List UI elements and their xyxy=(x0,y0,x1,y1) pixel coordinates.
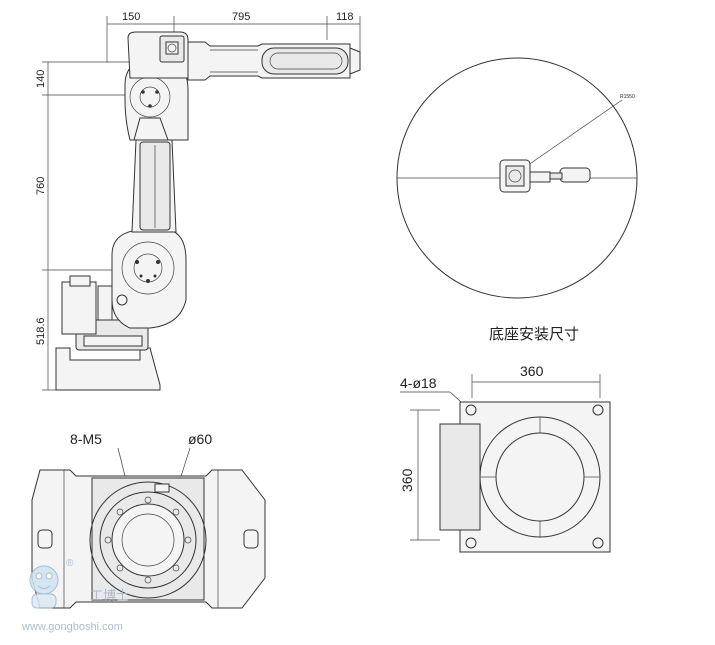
side-left-dimensions: 140 760 518.6 xyxy=(35,61,130,391)
side-view: 150 795 118 140 760 518.6 xyxy=(35,11,361,391)
upper-housing xyxy=(127,31,189,79)
flange-diameter-label: ø60 xyxy=(188,431,212,447)
dim-top-150: 150 xyxy=(122,11,140,23)
base-mount-view: 底座安装尺寸 360 360 4-ø18 xyxy=(399,325,611,553)
workspace-radius-label: R1550 xyxy=(620,94,635,100)
base-mount-title: 底座安装尺寸 xyxy=(489,325,579,343)
base-height-label: 360 xyxy=(399,468,415,492)
dim-top-118: 118 xyxy=(336,11,354,23)
workspace-view: R1550 xyxy=(396,57,638,299)
base-width-label: 360 xyxy=(520,363,544,379)
watermark-brand: 工博士 xyxy=(90,588,129,603)
lower-joint xyxy=(111,229,187,329)
watermark: ® 工博士 www.gongboshi.com xyxy=(21,558,129,633)
base-holes-label: 4-ø18 xyxy=(400,375,437,391)
dim-left-760: 760 xyxy=(35,177,47,195)
mascot-logo xyxy=(29,565,59,609)
watermark-url: www.gongboshi.com xyxy=(21,621,123,633)
dim-left-518: 518.6 xyxy=(35,317,47,345)
watermark-registered: ® xyxy=(66,558,74,569)
elbow-joint xyxy=(124,59,189,141)
flange-view: 8-M5 ø60 xyxy=(31,431,266,609)
lower-arm xyxy=(131,139,177,233)
flange-bolt-holes xyxy=(104,496,192,584)
dim-top-795: 795 xyxy=(232,11,250,23)
side-top-dimensions: 150 795 118 xyxy=(106,11,361,62)
forearm xyxy=(187,41,361,81)
dim-left-140: 140 xyxy=(35,70,47,88)
flange-threads-label: 8-M5 xyxy=(70,431,102,447)
workspace-robot-topview xyxy=(499,159,591,193)
